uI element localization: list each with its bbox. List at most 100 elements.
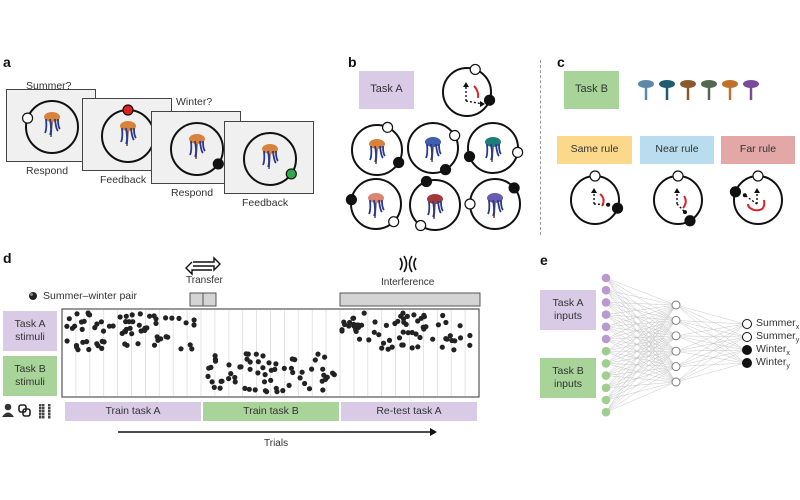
arrowhead (674, 188, 680, 193)
summer-marker (512, 146, 524, 158)
noise-icon-cell (42, 416, 45, 419)
connection (675, 349, 746, 352)
connection (605, 335, 677, 376)
stimulus-pair-dot (341, 319, 347, 325)
stimulus-pair-dot (452, 338, 458, 344)
stimulus-pair-dot (281, 365, 287, 371)
plant-cap (120, 121, 136, 131)
stimulus-pair-dot (372, 319, 378, 325)
output-label-subscript: y (795, 337, 800, 345)
connection (605, 304, 677, 388)
stimulus-pair-dot (413, 331, 419, 337)
stimulus-pair-dot (94, 321, 100, 327)
connection (605, 320, 677, 401)
winter-marker (483, 94, 496, 106)
stimulus-pair-dot (447, 333, 453, 339)
connection (675, 304, 746, 325)
input-unit (601, 310, 611, 319)
output-unit (742, 345, 752, 355)
dashed-arrow-response (744, 194, 758, 205)
stimulus-pair-dot (86, 346, 92, 353)
stimulus-purple-spiky-plant (487, 193, 504, 219)
connection (605, 302, 677, 306)
connection (605, 290, 677, 336)
output-label-text: Winter (756, 343, 787, 355)
trial-ring (170, 122, 224, 176)
stimulus-pair-dot (244, 356, 250, 362)
stimulus-pair-dot (261, 379, 268, 385)
winter-marker (420, 175, 433, 188)
connection (605, 302, 677, 321)
noise-icon-cell (42, 404, 45, 407)
connection (675, 335, 746, 364)
stimulus-pair-dot (320, 366, 326, 372)
legend-label: Summer–winter pair (43, 290, 137, 302)
task-a-inputs-line2: inputs (553, 310, 583, 322)
stimulus-pink-mushrooms (368, 193, 385, 219)
stimulus-pair-dot (75, 347, 81, 353)
card-caption: Respond (171, 187, 214, 199)
output-label-text: Summer (756, 330, 796, 342)
noise-icon-cell (42, 410, 45, 413)
noise-icon-cell (42, 413, 45, 416)
stimulus-pair-dot (443, 336, 449, 342)
task-b-stimulus-cap (659, 80, 675, 88)
interference-icon (399, 257, 403, 271)
stimulus-pair-dot (392, 320, 398, 327)
connection (675, 336, 746, 383)
stimulus-pair-dot (280, 388, 286, 394)
connection (605, 304, 677, 401)
stimulus-pair-dot (435, 322, 441, 328)
summer-marker (464, 198, 476, 210)
stimulus-pair-dot (319, 378, 325, 384)
plant-cap (369, 139, 385, 149)
stimulus-pair-dot (260, 365, 266, 371)
stimulus-pair-dot (64, 323, 70, 329)
summer-marker (381, 121, 394, 133)
rotation-arc (747, 199, 766, 212)
plant-tendrils (189, 140, 206, 158)
connection (605, 304, 677, 352)
connection (605, 302, 677, 352)
stimulus-pair-dot (379, 345, 385, 351)
connection (675, 362, 746, 367)
connection (605, 366, 677, 401)
stimulus-pair-dot (396, 335, 403, 341)
task-a-label: Task A (359, 71, 414, 109)
connection (605, 304, 677, 376)
connection (675, 320, 746, 364)
stimulus-pair-dot (238, 364, 244, 370)
plant-cap (44, 112, 60, 122)
stimulus-pair-dot (383, 322, 389, 328)
connection (605, 366, 677, 413)
transfer-label: Transfer (186, 275, 223, 286)
rotation-arc (473, 85, 480, 99)
panel-d-letter: d (3, 250, 12, 266)
connection (605, 277, 677, 321)
noise-icon-cell (48, 404, 51, 407)
connection (605, 290, 677, 367)
stimulus-image (262, 144, 279, 170)
stimulus-blue-balloon-plant (425, 137, 442, 163)
rotation-arc (599, 193, 605, 207)
stimulus-pair-dot (183, 320, 189, 326)
connection (605, 335, 677, 340)
connection (675, 304, 746, 338)
plant-tendrils (425, 143, 442, 161)
stimulus-pair-dot (273, 361, 279, 367)
connection (605, 304, 677, 315)
plant-tendrils (44, 118, 61, 136)
plant-tendrils (487, 199, 504, 217)
arrowhead (606, 202, 611, 207)
connection (675, 336, 746, 352)
winter-marker (611, 202, 624, 214)
stimulus-pair-dot (380, 340, 387, 346)
panel-divider (540, 60, 541, 235)
connection (605, 351, 677, 401)
stimulus-pair-dot (288, 365, 294, 371)
winter-marker (508, 182, 520, 194)
task-b-stimulus-cap (743, 80, 759, 88)
trial-card (224, 121, 314, 194)
stimulus-pair-dot (290, 369, 296, 376)
